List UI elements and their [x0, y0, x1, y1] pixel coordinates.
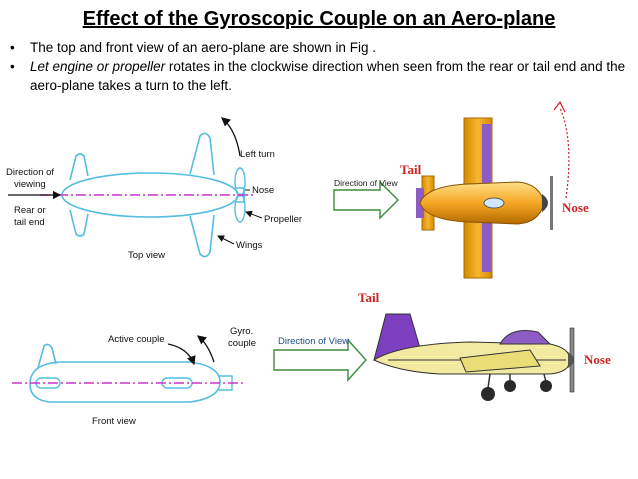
propeller-blade-upper — [234, 167, 246, 197]
wings-label: Wings — [236, 240, 263, 251]
illus2-wheel-3 — [540, 380, 552, 392]
slide-title: Effect of the Gyroscopic Couple on an Ae… — [82, 8, 556, 30]
front-fin — [37, 343, 57, 369]
bullet-text-2: rotates in the clockwise direction when … — [30, 59, 626, 93]
direction-view-arrow-2 — [273, 338, 367, 382]
illus-propeller — [550, 176, 553, 230]
direction-of-label: Direction of — [6, 167, 54, 178]
top-illustration: Direction of View Tail Nose — [333, 100, 589, 279]
gyro-label: Gyro. — [230, 326, 253, 337]
viewing-label: viewing — [14, 179, 46, 190]
top-tail-upper — [69, 153, 89, 181]
illus-turn-arrowhead — [553, 100, 566, 113]
illus2-wheel-1 — [481, 387, 495, 401]
illus-fuselage — [419, 181, 545, 225]
wings-leader — [217, 235, 235, 245]
illus2-gear-1 — [487, 373, 491, 389]
left-turn-arrow — [221, 117, 241, 157]
propeller-blade-lower — [234, 193, 246, 223]
bullet-item-2: • Let engine or propeller rotates in the… — [8, 57, 633, 95]
illus2-spinner — [568, 352, 574, 368]
top-tail-lower — [69, 209, 89, 237]
direction-of-view-label-2: Direction of View — [278, 336, 349, 347]
bullet-list: • The top and front view of an aero-plan… — [8, 38, 633, 95]
couple-label: couple — [228, 338, 256, 349]
propeller-label: Propeller — [264, 214, 302, 225]
illus2-canopy — [499, 330, 552, 345]
gyro-couple-arrow — [196, 335, 215, 363]
illus-canopy — [483, 197, 505, 209]
illus2-tail-label: Tail — [358, 290, 380, 305]
front-view-diagram: Active couple Gyro. couple Front view — [12, 326, 256, 427]
left-turn-label: Left turn — [240, 149, 275, 160]
active-couple-arrow — [167, 343, 196, 366]
top-view-diagram: Direction of viewing Rear or tail end Le… — [6, 117, 302, 261]
illus-nose-label: Nose — [562, 200, 589, 215]
bullet-text-2-italic: Let engine or propeller — [30, 59, 166, 74]
active-couple-label: Active couple — [108, 334, 165, 345]
front-fuselage — [29, 361, 221, 403]
illus-tail-label: Tail — [400, 162, 422, 177]
direction-view-arrow — [333, 180, 399, 220]
propeller-leader — [245, 210, 263, 219]
illus-nose-cone — [542, 194, 548, 212]
bullet-dot: • — [10, 40, 15, 55]
bullet-dot: • — [10, 59, 15, 74]
front-illustration: Direction of View Tail Nose — [273, 290, 611, 401]
rear-or-label: Rear or — [14, 205, 46, 216]
front-view-caption: Front view — [92, 416, 136, 427]
illus2-nose-label: Nose — [584, 352, 611, 367]
illus2-wing — [459, 349, 541, 373]
illus2-wheel-2 — [504, 380, 516, 392]
top-view-caption: Top view — [128, 250, 165, 261]
illus-turn-arrow — [559, 107, 570, 199]
nose-label: Nose — [252, 185, 274, 196]
bullet-text-1: The top and front view of an aero-plane … — [30, 40, 376, 55]
top-wing-lower — [189, 214, 215, 258]
top-wing-upper — [189, 132, 215, 176]
bullet-item-1: • The top and front view of an aero-plan… — [8, 38, 633, 57]
direction-of-view-label: Direction of View — [334, 178, 398, 188]
tail-end-label: tail end — [14, 217, 45, 228]
